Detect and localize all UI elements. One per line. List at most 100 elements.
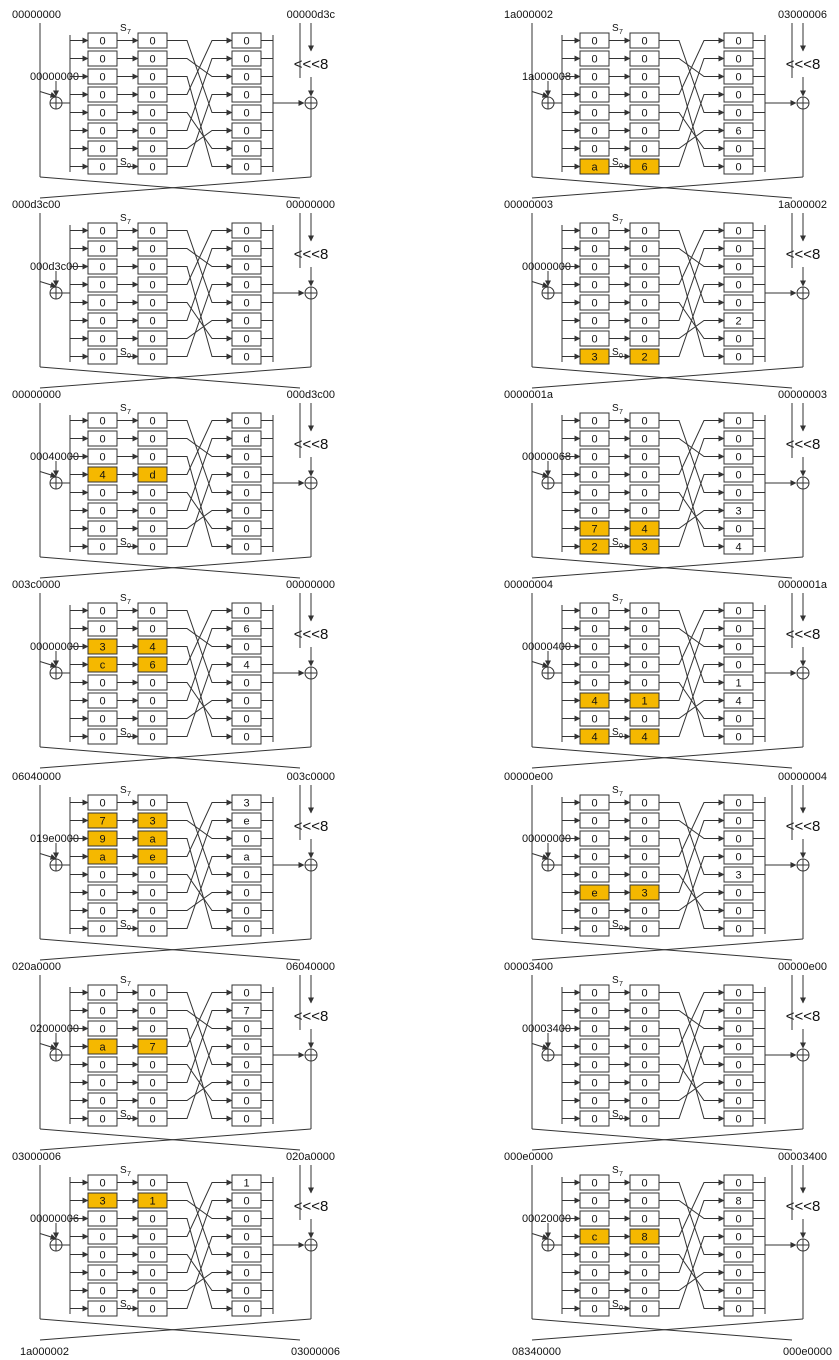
sbox-output-value: 0 xyxy=(149,870,155,882)
permutation-wire xyxy=(167,317,233,339)
input-nibble-value: 0 xyxy=(99,262,105,274)
input-nibble-value: 0 xyxy=(99,678,105,690)
permutation-wire xyxy=(659,1269,725,1291)
permuted-nibble-value: 0 xyxy=(243,316,249,328)
round-key-value: 00000000 xyxy=(522,833,571,845)
sbox-label-bottom: S xyxy=(120,1299,127,1310)
sbox-output-value: 0 xyxy=(641,924,647,936)
permutation-wire xyxy=(659,1182,725,1258)
input-nibble-value: 0 xyxy=(99,90,105,102)
permutation-wire xyxy=(167,227,233,285)
sbox-output-value: 7 xyxy=(149,1042,155,1054)
permuted-nibble-value: 0 xyxy=(243,1232,249,1244)
sbox-output-value: 0 xyxy=(149,434,155,446)
sbox-output-value: 0 xyxy=(149,126,155,138)
permuted-nibble-value: 0 xyxy=(735,1060,741,1072)
input-nibble-value: 0 xyxy=(99,906,105,918)
permuted-nibble-value: 0 xyxy=(243,108,249,120)
permuted-nibble-value: 0 xyxy=(735,1006,741,1018)
sbox-output-value: 0 xyxy=(641,280,647,292)
sbox-output-value: 0 xyxy=(641,798,647,810)
permutation-wire xyxy=(659,607,725,665)
round-key-value: 00000006 xyxy=(30,1213,79,1225)
input-nibble-value: 0 xyxy=(591,416,597,428)
sbox-output-value: 0 xyxy=(149,54,155,66)
sbox-output-value: 0 xyxy=(641,1250,647,1262)
input-nibble-value: 3 xyxy=(99,1196,105,1208)
round-key-value: 00000068 xyxy=(522,451,571,463)
sbox-output-value: 0 xyxy=(641,416,647,428)
rotate-label: <<<8 xyxy=(786,626,821,643)
left-input-value: 003c0000 xyxy=(12,579,60,591)
sbox-output-value: 0 xyxy=(641,506,647,518)
input-nibble-value: 0 xyxy=(99,1096,105,1108)
permuted-nibble-value: 0 xyxy=(243,162,249,174)
permuted-nibble-value: 0 xyxy=(735,906,741,918)
sbox-output-value: 0 xyxy=(149,1114,155,1126)
permuted-nibble-value: 0 xyxy=(243,262,249,274)
permuted-nibble-value: 4 xyxy=(243,660,249,672)
permuted-nibble-value: 2 xyxy=(735,316,741,328)
permuted-nibble-value: 0 xyxy=(735,298,741,310)
left-branch-wire xyxy=(531,471,549,478)
permutation-wire xyxy=(659,417,725,475)
sbox-output-value: 3 xyxy=(641,542,647,554)
sbox-output-value: 0 xyxy=(149,732,155,744)
sbox-output-value: 0 xyxy=(641,714,647,726)
left-input-value: 00000000 xyxy=(12,9,61,21)
sbox-label-top-sub: 7 xyxy=(619,1171,623,1178)
permuted-nibble-value: 0 xyxy=(243,244,249,256)
permuted-nibble-value: 0 xyxy=(735,452,741,464)
sbox-output-value: 6 xyxy=(149,660,155,672)
sbox-output-value: 0 xyxy=(149,1286,155,1298)
left-input-value: 1a000002 xyxy=(504,9,553,21)
permuted-nibble-value: 0 xyxy=(735,1078,741,1090)
permuted-nibble-value: 0 xyxy=(243,1268,249,1280)
left-input-value: 06040000 xyxy=(12,771,61,783)
sbox-output-value: 4 xyxy=(641,524,647,536)
sbox-output-value: 0 xyxy=(641,1024,647,1036)
right-input-value: 00003400 xyxy=(778,1151,827,1163)
input-nibble-value: 0 xyxy=(591,988,597,1000)
input-nibble-value: 0 xyxy=(591,1196,597,1208)
sbox-output-value: 8 xyxy=(641,1232,647,1244)
permutation-wire xyxy=(659,435,725,511)
sbox-output-value: 0 xyxy=(641,988,647,1000)
sbox-output-value: 0 xyxy=(149,1096,155,1108)
right-input-value: 1a000002 xyxy=(778,199,827,211)
permutation-wire xyxy=(167,40,233,116)
sbox-label-top-sub: 7 xyxy=(619,29,623,36)
permuted-nibble-value: 0 xyxy=(735,924,741,936)
input-nibble-value: 0 xyxy=(99,298,105,310)
sbox-output-value: 0 xyxy=(149,524,155,536)
swap-wire xyxy=(39,366,312,389)
round-key-value: 000d3c00 xyxy=(30,261,78,273)
input-nibble-value: 0 xyxy=(99,924,105,936)
left-input-value: 020a0000 xyxy=(12,961,61,973)
permutation-wire xyxy=(659,838,725,932)
permutation-wire xyxy=(167,281,233,357)
left-input-value: 03000006 xyxy=(12,1151,61,1163)
permuted-nibble-value: 0 xyxy=(243,54,249,66)
permutation-wire xyxy=(659,127,725,149)
sbox-output-value: 0 xyxy=(641,1286,647,1298)
input-nibble-value: 0 xyxy=(99,334,105,346)
sbox-label-top: S xyxy=(120,213,127,224)
permuted-nibble-value: 0 xyxy=(735,714,741,726)
permutation-wire xyxy=(167,507,233,529)
permutation-wire xyxy=(167,697,233,719)
input-nibble-value: 0 xyxy=(99,316,105,328)
permuted-nibble-value: 0 xyxy=(243,452,249,464)
sbox-output-value: 0 xyxy=(149,1178,155,1190)
sbox-output-value: e xyxy=(149,852,155,864)
sbox-output-value: 0 xyxy=(149,72,155,84)
input-nibble-value: 0 xyxy=(99,1006,105,1018)
input-nibble-value: a xyxy=(591,162,598,174)
permuted-nibble-value: 0 xyxy=(735,352,741,364)
sbox-output-value: 0 xyxy=(149,1024,155,1036)
sbox-output-value: 0 xyxy=(149,1304,155,1316)
sbox-output-value: 0 xyxy=(641,1214,647,1226)
permutation-wire xyxy=(659,281,725,357)
sbox-output-value: 0 xyxy=(149,280,155,292)
